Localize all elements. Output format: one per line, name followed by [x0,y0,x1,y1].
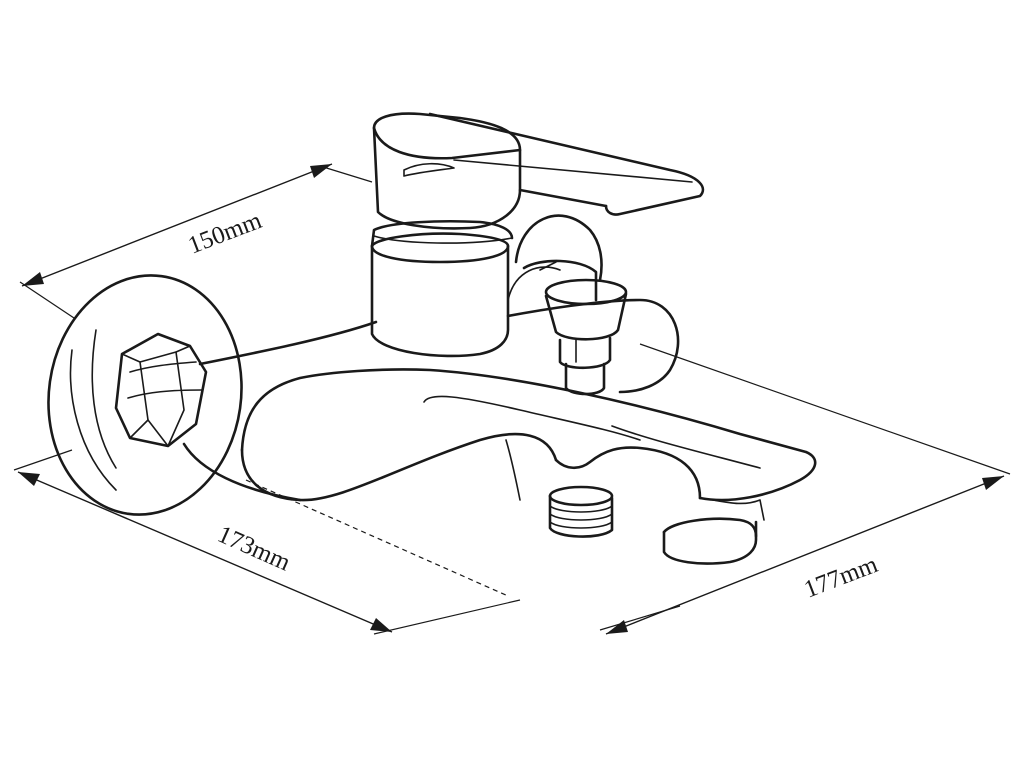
dimension-length-label: 177mm [800,551,882,604]
dimension-depth-label: 173mm [214,521,295,577]
cartridge-housing [370,219,514,358]
lever-handle [372,112,705,230]
dimension-length: 177mm [599,343,1011,635]
projection-hidden-line [245,479,509,597]
dimension-depth: 173mm [13,449,521,635]
diverter-knob [544,278,628,396]
depth-arrow-left [18,472,40,486]
dimension-annotations: 150mm 173mm 177mm [13,163,1011,635]
dimension-width-label: 150mm [184,207,266,260]
width-arrow-left [22,272,44,286]
hex-nut-connector [114,332,208,448]
width-arrow-right [310,164,332,178]
spout-outlet [662,497,765,565]
length-arrow-left [606,620,628,634]
threaded-connector [548,485,614,538]
back-connector [522,259,598,302]
depth-arrow-right [370,618,392,632]
wall-rosette [47,274,243,516]
spout [240,368,817,502]
length-arrow-right [982,476,1004,490]
dimension-width: 150mm [19,163,373,319]
faucet-outline [47,112,817,565]
